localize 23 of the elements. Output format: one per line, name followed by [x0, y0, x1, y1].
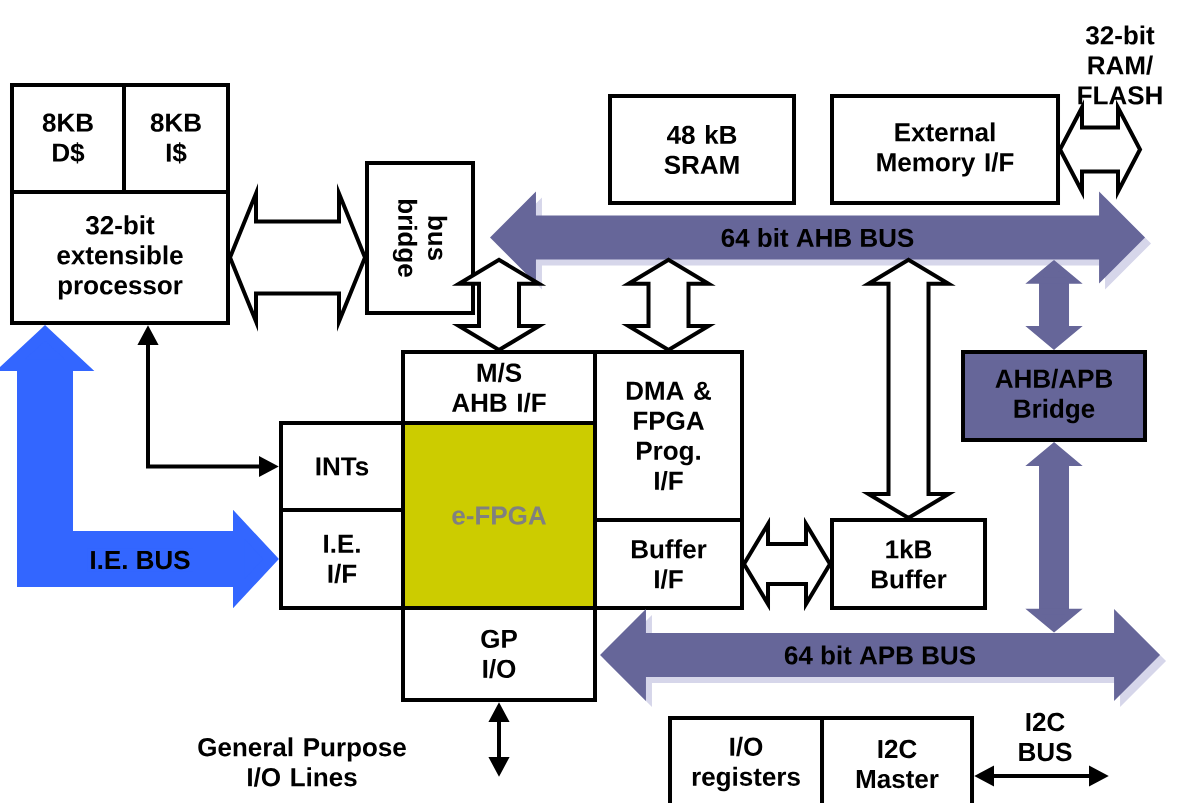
memory-box: 48 kB SRAM: [608, 94, 796, 205]
interface-box: Buffer I/F: [593, 518, 744, 610]
cache-box: 8KB D$: [10, 83, 126, 194]
double-arrow: [741, 516, 833, 612]
buffer-box: 1kB Buffer: [830, 518, 987, 610]
bridge-box: bus bridge: [365, 161, 475, 315]
io-lines-label: General Purpose I/O Lines: [198, 737, 406, 787]
processor-box: 32-bit extensible processor: [10, 190, 230, 325]
cache-box: 8KB I$: [122, 83, 230, 194]
edge-label: I2C BUS: [1013, 710, 1077, 764]
memory-label: 32-bit RAM/ FLASH: [1078, 25, 1162, 105]
double-arrow: [227, 183, 368, 332]
edge-label: I.E. BUS: [87, 548, 193, 572]
double-arrow: [621, 257, 716, 353]
double-arrow: [1057, 99, 1143, 200]
controller-box: I2C Master: [820, 716, 974, 803]
register-box: I/O registers: [668, 716, 824, 803]
fpga-block: e-FPGA: [401, 421, 597, 610]
interface-box: GP I/O: [401, 606, 597, 702]
double-arrow: [861, 257, 956, 521]
interface-box: I.E. I/F: [279, 508, 405, 610]
interface-box: External Memory I/F: [830, 94, 1060, 205]
double-arrow: [451, 257, 547, 353]
